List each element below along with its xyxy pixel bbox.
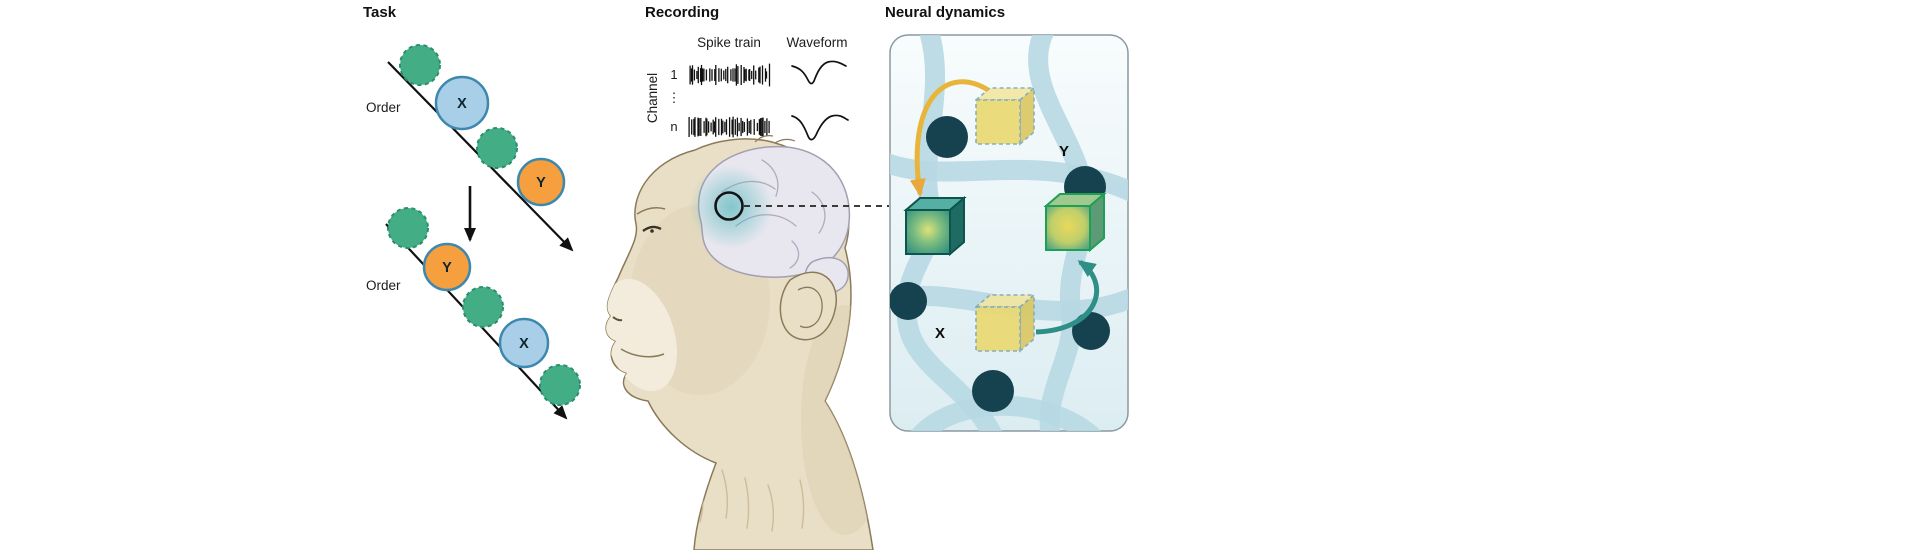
order-label-bottom: Order (366, 278, 401, 293)
spike-train-channel-1 (689, 63, 771, 87)
channel-ellipsis: ⋮ (668, 90, 681, 105)
stimulus-circle-green (476, 127, 518, 169)
waveform-channel-1 (791, 60, 847, 85)
stimulus-circle-green (387, 207, 429, 249)
subspace-cube-active-left (903, 195, 967, 257)
channel-1-label: 1 (670, 67, 677, 82)
neural-dynamics-panel-title: Neural dynamics (885, 4, 1005, 21)
waveform-label: Waveform (786, 35, 847, 50)
stimulus-x-label: X (457, 96, 467, 112)
spike-train-channel-n (688, 116, 770, 138)
stimulus-y-label: Y (536, 175, 546, 191)
waveform-channel-n (791, 114, 849, 141)
state-x-label: X (935, 325, 945, 342)
stimulus-y-label: Y (442, 260, 452, 276)
crown-tufts (754, 135, 796, 144)
recording-panel: Recording Spike train Waveform Channel 1… (605, 4, 889, 550)
stimulus-circle-y (422, 242, 472, 292)
lattice-node (1072, 312, 1110, 350)
task-panel-title: Task (363, 4, 397, 21)
recording-panel-title: Recording (645, 4, 719, 21)
mouth-line (620, 348, 665, 358)
nostril (612, 316, 623, 322)
recording-site-circle (714, 191, 744, 221)
subspace-cube-active-right (1043, 191, 1107, 253)
monkey-head-illustration (605, 135, 874, 550)
stimulus-circle-y (516, 157, 566, 207)
neural-dynamics-panel: Neural dynamics (885, 4, 1129, 432)
lattice-node (890, 282, 927, 320)
lattice-nodes (890, 116, 1110, 412)
recording-site-glow (689, 165, 773, 249)
stimulus-circle-green (462, 286, 504, 328)
stimulus-circle-x (434, 75, 490, 131)
channel-n-label: n (670, 119, 677, 134)
subspace-cube-y-latent (973, 86, 1037, 146)
brow-line (636, 207, 666, 215)
spike-train-label: Spike train (697, 35, 761, 50)
transition-arrow-teal (1035, 259, 1099, 335)
stimulus-circle-green (399, 44, 441, 86)
subspace-cube-x-latent (973, 293, 1037, 353)
channel-axis-label: Channel (645, 73, 660, 123)
transition-arrow-yellow (909, 79, 990, 197)
lattice-node (972, 370, 1014, 412)
state-y-label: Y (1059, 143, 1069, 160)
ear-inner-line (797, 286, 823, 329)
stimulus-x-label: X (519, 336, 529, 352)
lattice-node (926, 116, 968, 158)
stimulus-circle-green (539, 364, 581, 406)
neural-state-space (890, 35, 1128, 431)
task-panel: Task Order Order X Y Y X (363, 4, 581, 420)
stimulus-circle-x (498, 317, 550, 369)
order-label-top: Order (366, 100, 401, 115)
ear (779, 271, 838, 341)
eye (642, 225, 662, 232)
eye-pupil (650, 229, 654, 233)
